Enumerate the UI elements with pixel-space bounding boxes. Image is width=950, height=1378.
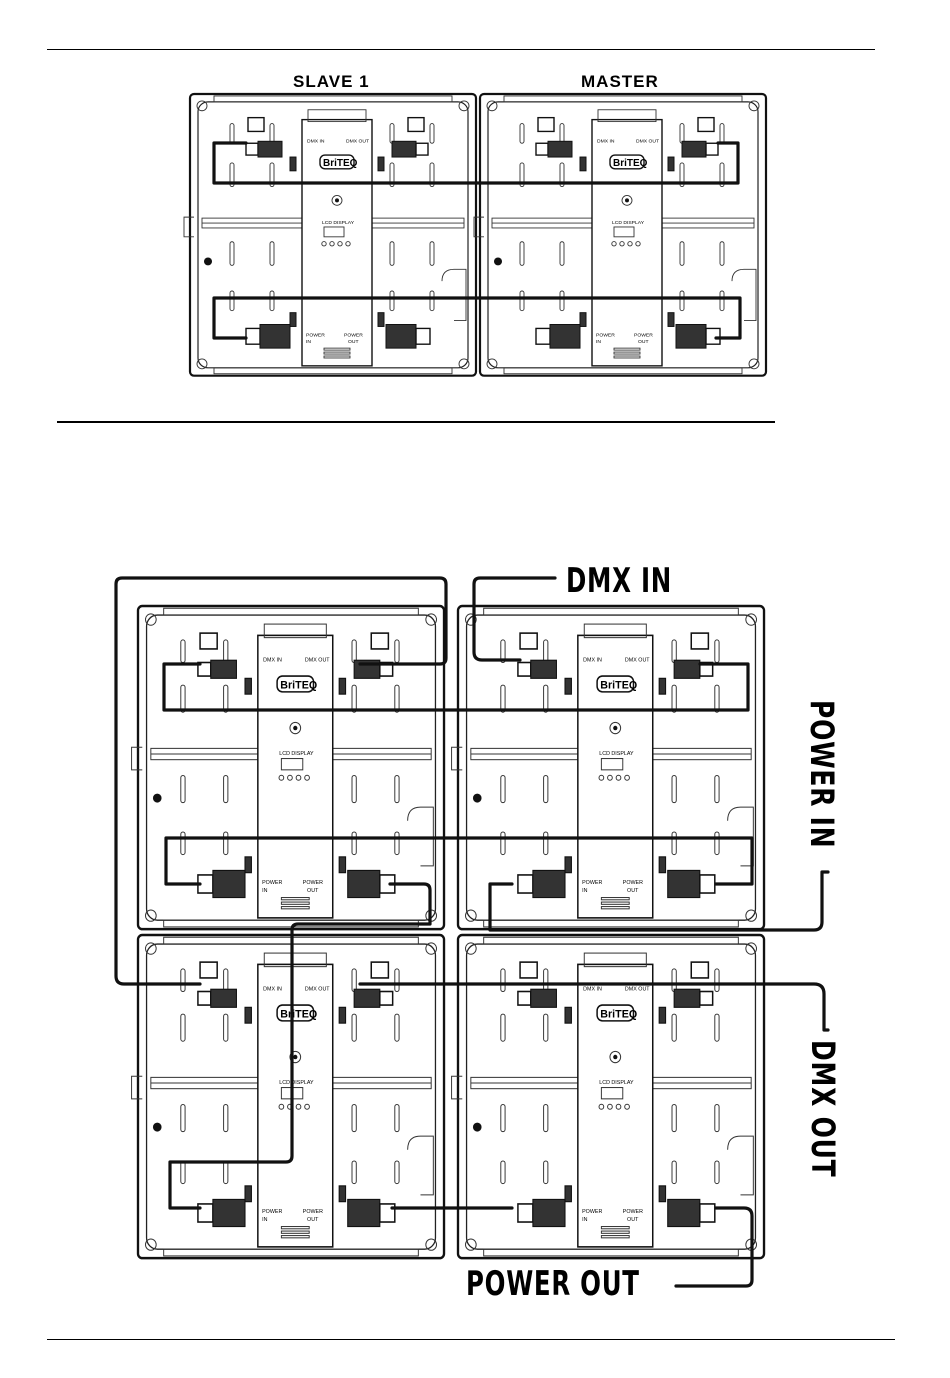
bottom-panel-top-left [132, 606, 444, 929]
dmx-in-line [474, 578, 555, 660]
bottom-panel-top-right [452, 606, 764, 929]
top-panel-master [474, 94, 766, 376]
top-panel-slave-1 [184, 94, 476, 376]
